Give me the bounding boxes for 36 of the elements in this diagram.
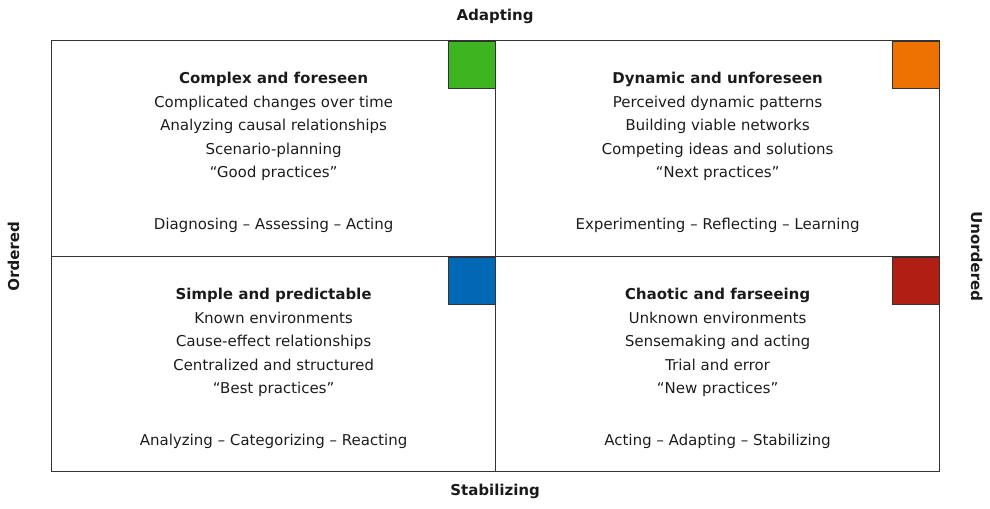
description-line: “Best practices”	[212, 379, 336, 397]
description-line: Perceived dynamic patterns	[612, 93, 824, 111]
quadrant-heading: Chaotic and farseeing	[624, 285, 812, 303]
color-square	[892, 257, 940, 305]
description-line: “New practices”	[656, 379, 780, 397]
description-line: Centralized and structured	[172, 356, 375, 374]
axis-label: Ordered	[5, 221, 23, 291]
description-line: Competing ideas and solutions	[600, 140, 834, 158]
description-line: “Good practices”	[208, 163, 338, 181]
description-line: Cause-effect relationships	[174, 332, 372, 350]
process-steps: Acting – Adapting – Stabilizing	[496, 431, 939, 449]
quadrant-box	[495, 256, 940, 472]
description-line: Unknown environments	[628, 309, 808, 327]
axis-label: Adapting	[456, 6, 534, 24]
description-line: Complicated changes over time	[153, 93, 394, 111]
axis-label: Unordered	[967, 211, 985, 301]
quadrant-box	[51, 40, 496, 257]
color-square	[892, 41, 940, 89]
quadrant-box	[51, 256, 496, 472]
quadrant-heading: Dynamic and unforeseen	[611, 69, 824, 87]
process-steps: Diagnosing – Assessing – Acting	[52, 215, 495, 233]
process-steps: Experimenting – Reflecting – Learning	[496, 215, 939, 233]
quadrant-heading: Simple and predictable	[174, 285, 373, 303]
description-line: Building viable networks	[624, 116, 811, 134]
description-line: Scenario-planning	[204, 140, 342, 158]
description-line: Sensemaking and acting	[624, 332, 812, 350]
axis-label: Stabilizing	[450, 481, 540, 499]
color-square	[448, 257, 496, 305]
process-steps: Analyzing – Categorizing – Reacting	[52, 431, 495, 449]
quadrant-heading: Complex and foreseen	[178, 69, 369, 87]
color-square	[448, 41, 496, 89]
quadrant-box	[495, 40, 940, 257]
description-line: Analyzing causal relationships	[159, 116, 388, 134]
description-line: “Next practices”	[654, 163, 780, 181]
description-line: Trial and error	[664, 356, 771, 374]
description-line: Known environments	[193, 309, 354, 327]
